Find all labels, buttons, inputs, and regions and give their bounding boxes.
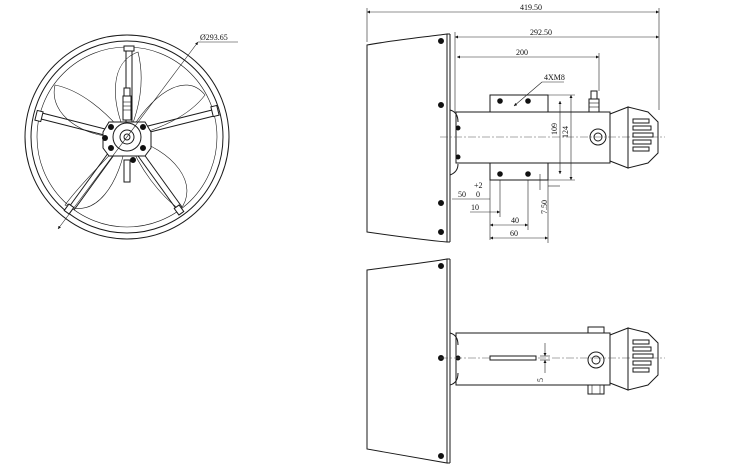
height-dimensions: 109 124	[548, 94, 575, 181]
slot-width-label: 5	[536, 378, 545, 382]
front-view: Ø293.65	[24, 33, 238, 240]
length-to-guard-label: 292.50	[530, 28, 552, 37]
fan-shroud-inner	[30, 40, 224, 234]
side-view-top: 419.50 292.50 200 4XM8 109 124 +2 0 50	[366, 3, 665, 243]
junction-port-lower	[587, 351, 605, 369]
diameter-dimension: Ø293.65	[57, 33, 238, 230]
shaft-offset-label: 50	[458, 190, 466, 199]
plate-offset-label: 7.50	[540, 200, 549, 214]
top-boss	[587, 326, 605, 334]
junction-port	[589, 128, 607, 146]
guard-plate	[366, 33, 448, 243]
bottom-dimensions: +2 0 50 10 40 60 7.50	[452, 174, 560, 243]
mount-height-outer-label: 124	[561, 126, 570, 138]
overall-length-label: 419.50	[520, 3, 542, 12]
rear-end-cap-lower	[609, 327, 659, 391]
side-view-bottom: 5	[366, 258, 665, 464]
motor-body-lower	[455, 332, 611, 386]
cable-gland	[588, 90, 600, 113]
diameter-label: Ø293.65	[200, 33, 228, 42]
bottom-boss	[587, 384, 605, 395]
hole-inset-label: 10	[471, 203, 479, 212]
length-dimensions: 419.50 292.50 200 4XM8	[366, 3, 660, 112]
fan-shroud-outer	[24, 34, 230, 240]
motor-hub	[102, 87, 152, 183]
tolerance-lower-label: 0	[476, 190, 480, 199]
length-to-mount-label: 200	[516, 48, 528, 57]
mount-height-inner-label: 109	[550, 123, 559, 135]
plate-width-label: 60	[510, 229, 518, 238]
mounting-plate	[489, 94, 549, 181]
rear-end-cap	[609, 106, 659, 169]
mount-holes-label: 4XM8	[544, 73, 565, 82]
hole-spacing-label: 40	[511, 216, 519, 225]
guard-plate-lower	[366, 258, 448, 464]
tolerance-upper-label: +2	[474, 181, 483, 190]
keyway-slot	[489, 355, 537, 361]
motor-body	[455, 111, 611, 164]
